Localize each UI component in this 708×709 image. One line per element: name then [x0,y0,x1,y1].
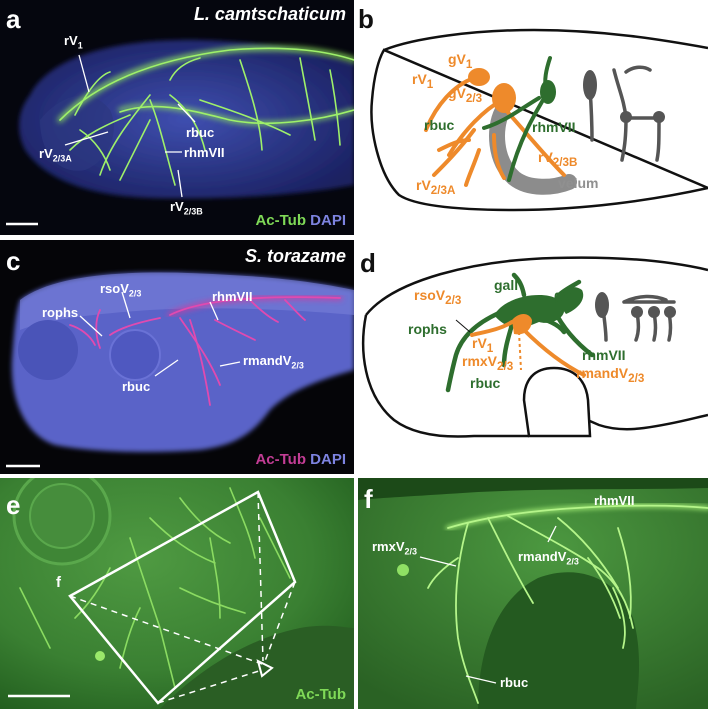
diagram-label-gvii: gVII [554,287,580,303]
label-f-marker: f [56,574,61,591]
diagram-label-rmandv23: rmandV2/3 [576,365,645,385]
panel-f: f rhmVII rmxV2/3 rmandV2/3 rbuc [358,478,708,709]
diagram-label-rsov23: rsoV2/3 [414,287,462,307]
diagram-label-gall: gall [494,277,519,293]
panel-a-letter: a [6,4,21,34]
label-rbuc: rbuc [500,675,529,690]
gvii-ganglion [554,287,584,314]
gv-ganglion [512,314,532,335]
shark-head-outline [361,256,708,438]
diagram-label-gv23: gV2/3 [448,85,483,105]
label-rbuc: rbuc [186,125,215,140]
posterior-ganglion [583,70,597,100]
label-rmandv23: rmandV2/3 [243,353,304,371]
label-rv1: rV1 [64,33,83,51]
panel-c-species: S. torazame [244,246,346,266]
diagram-label-rophs: rophs [408,321,447,337]
panel-d-letter: d [360,248,376,278]
posterior-ganglion-3 [653,111,665,123]
panel-e-stain: Ac-Tub [295,686,346,703]
stain-actub: Ac-Tub [255,212,306,229]
diagram-label-rv1: rV1 [472,335,494,355]
panel-a-stain: Ac-Tub DAPI [255,212,346,229]
panel-f-image [358,478,708,709]
diagram-label-velum: velum [558,175,599,191]
panel-c-letter: c [6,246,21,276]
posterior-ganglion-2 [631,306,643,318]
panel-a: a L. camtschaticum rV1 rV2/3A rbuc rhmVI… [0,0,354,235]
panel-f-letter: f [364,484,373,514]
diagram-label-rhmvii: rhmVII [532,119,576,135]
panel-e: e f Ac-Tub [0,478,354,709]
posterior-ganglion-4 [664,306,676,318]
label-rbuc: rbuc [122,379,151,394]
posterior-ganglion-3 [648,306,660,318]
stain-actub: Ac-Tub [255,451,306,468]
panel-d-diagram [361,256,708,438]
label-rv23a: rV2/3A [39,146,72,164]
panel-c: c S. torazame rsoV2/3 rophs rhmVII rmand… [0,240,354,474]
stain-dapi: DAPI [310,451,346,468]
stain-actub: Ac-Tub [295,686,346,703]
gv1-ganglion [468,68,490,86]
panel-b: b rV1 gV1 gV2/3 rbuc rhmVII rV2/3B rV2/3… [354,0,708,235]
diagram-label-rmxv23: rmxV2/3 [462,353,514,373]
lamprey-head-outline [370,28,708,212]
stain-dapi: DAPI [310,212,346,229]
label-rmandv23: rmandV2/3 [518,549,579,567]
posterior-ganglion [595,292,609,318]
mandibular-cartilage [522,366,592,438]
rmxv23-dashed-nerve [518,331,522,371]
panel-b-diagram [370,28,708,212]
panel-a-image [6,39,354,226]
panel-c-stain: Ac-Tub DAPI [255,451,346,468]
diagram-label-rv1: rV1 [412,71,434,91]
diagram-label-gv1: gV1 [448,51,473,71]
panel-d: d rsoV2/3 gall gVII rophs rV1 rmxV2/3 rb… [354,240,708,474]
label-rv23b: rV2/3B [170,199,203,217]
label-rhmvii: rhmVII [184,145,225,160]
diagram-label-rhmvii: rhmVII [582,347,626,363]
panel-e-letter: e [6,490,21,520]
label-rhmvii: rhmVII [594,493,635,508]
posterior-ganglion-2 [620,111,632,123]
label-rmxv23: rmxV2/3 [372,539,418,557]
label-rsov23: rsoV2/3 [100,281,142,299]
gv23-ganglion [492,83,516,113]
panel-e-image [0,478,354,709]
diagram-label-rv23a: rV2/3A [416,177,456,197]
diagram-label-rbuc: rbuc [424,117,455,133]
panel-c-image [6,272,354,468]
diagram-label-rv23b: rV2/3B [538,149,578,169]
velum-shape [489,104,577,195]
panel-b-letter: b [358,4,374,34]
label-rophs: rophs [42,305,79,320]
viewing-angle-marker [256,659,274,678]
label-rhmvii: rhmVII [212,289,253,304]
gvii-ganglion [540,80,556,104]
panel-a-species: L. camtschaticum [193,4,346,24]
diagram-label-rbuc: rbuc [470,375,501,391]
